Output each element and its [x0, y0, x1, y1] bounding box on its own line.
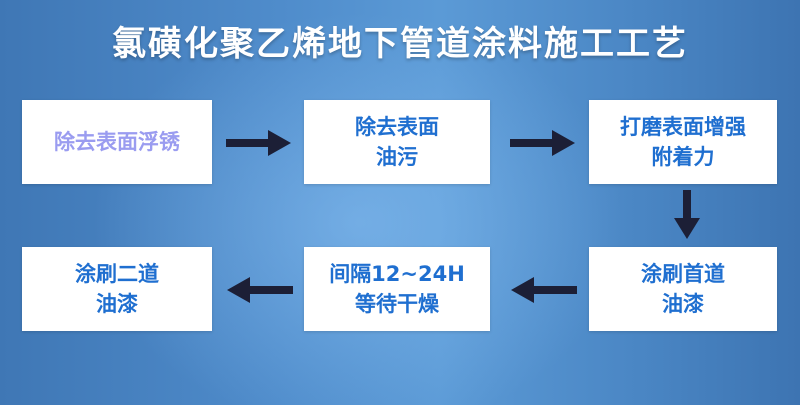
- step-second-coat: 涂刷二道 油漆: [22, 247, 212, 331]
- step-wait-dry: 间隔12~24H 等待干燥: [304, 247, 490, 331]
- page-title: 氯磺化聚乙烯地下管道涂料施工工艺: [112, 24, 688, 64]
- arrow-right-icon: [226, 130, 291, 156]
- arrow-left-icon: [511, 277, 577, 303]
- step-label: 除去表面浮锈: [54, 130, 180, 154]
- step-label: 除去表面 油污: [355, 115, 439, 169]
- step-label: 打磨表面增强 附着力: [620, 115, 746, 169]
- step-label: 涂刷首道 油漆: [641, 262, 725, 316]
- step-remove-oil: 除去表面 油污: [304, 100, 490, 184]
- arrow-left-icon: [227, 277, 293, 303]
- step-remove-rust: 除去表面浮锈: [22, 100, 212, 184]
- arrow-down-icon: [674, 190, 700, 239]
- step-first-coat: 涂刷首道 油漆: [589, 247, 777, 331]
- step-label: 间隔12~24H 等待干燥: [329, 262, 465, 316]
- step-label: 涂刷二道 油漆: [75, 262, 159, 316]
- step-grind-surface: 打磨表面增强 附着力: [589, 100, 777, 184]
- arrow-right-icon: [510, 130, 575, 156]
